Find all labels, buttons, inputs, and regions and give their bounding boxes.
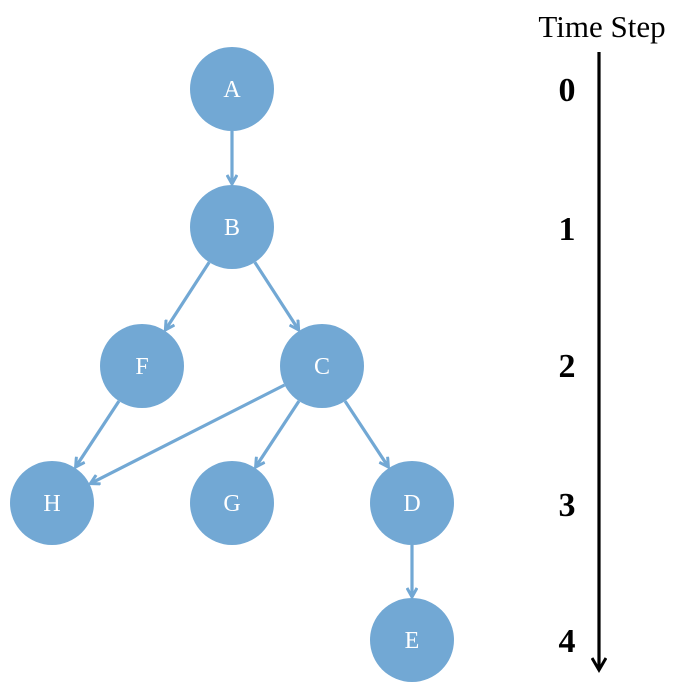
time-step-label: 4 xyxy=(559,623,576,660)
time-axis-group: Time Step 0 1 2 3 4 xyxy=(538,9,666,670)
time-step-label: 0 xyxy=(559,72,576,109)
node-a: A xyxy=(190,47,274,131)
edge-c-to-g xyxy=(256,400,301,467)
node-label: G xyxy=(223,491,240,517)
edge-c-to-d xyxy=(343,400,388,467)
node-label: C xyxy=(314,354,330,380)
node-circle xyxy=(280,324,364,408)
node-d: D xyxy=(370,461,454,545)
node-circle xyxy=(370,461,454,545)
edge-b-to-f xyxy=(165,261,211,330)
time-step-label: 2 xyxy=(559,348,576,385)
edge-f-to-h xyxy=(76,400,121,467)
node-circle xyxy=(370,598,454,682)
node-f: F xyxy=(100,324,184,408)
node-label: F xyxy=(135,354,148,380)
node-circle xyxy=(190,185,274,269)
node-label: A xyxy=(223,77,241,103)
time-step-label: 3 xyxy=(559,487,576,524)
node-h: H xyxy=(10,461,94,545)
node-e: E xyxy=(370,598,454,682)
time-step-label: 1 xyxy=(559,211,576,248)
node-circle xyxy=(10,461,94,545)
node-g: G xyxy=(190,461,274,545)
node-label: B xyxy=(224,215,240,241)
node-b: B xyxy=(190,185,274,269)
edges-layer xyxy=(76,131,412,597)
node-circle xyxy=(100,324,184,408)
nodes-layer: A B C D E F G H xyxy=(10,47,454,682)
node-label: E xyxy=(405,628,420,654)
node-circle xyxy=(190,461,274,545)
time-step-title: Time Step xyxy=(538,9,665,44)
edge-b-to-c xyxy=(253,261,299,330)
node-c: C xyxy=(280,324,364,408)
node-label: D xyxy=(403,491,420,517)
node-circle xyxy=(190,47,274,131)
edge-c-to-h xyxy=(90,383,286,484)
node-label: H xyxy=(43,491,60,517)
